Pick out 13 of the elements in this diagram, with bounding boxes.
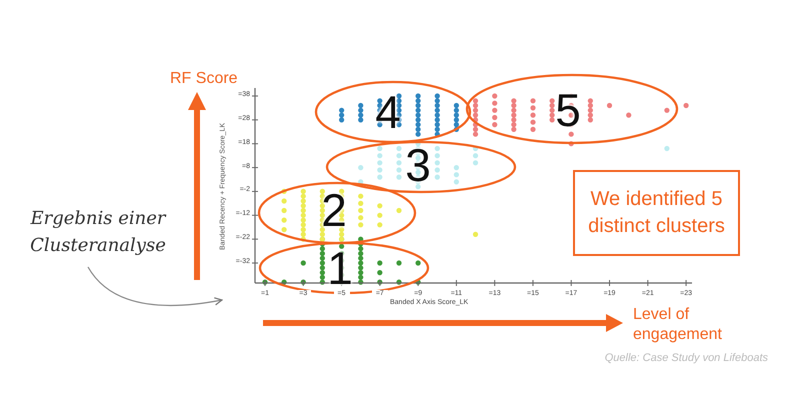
cluster-ellipse	[327, 142, 515, 192]
callout-box: We identified 5 distinct clusters	[573, 170, 740, 256]
cluster-ellipse	[259, 183, 415, 243]
cluster-number: 5	[555, 87, 581, 133]
cluster-ellipse	[316, 82, 470, 142]
cluster-number: 1	[327, 245, 353, 291]
source-caption: Quelle: Case Study von Lifeboats	[604, 352, 768, 364]
cluster-number: 3	[405, 142, 431, 188]
curved-arrow	[88, 266, 223, 306]
cluster-ellipse	[467, 75, 677, 143]
axis-title: RF Score	[170, 70, 238, 88]
handwritten-note: Ergebnis einer Clusteranalyse	[8, 205, 188, 263]
axis-title: Level of engagement	[633, 305, 723, 345]
